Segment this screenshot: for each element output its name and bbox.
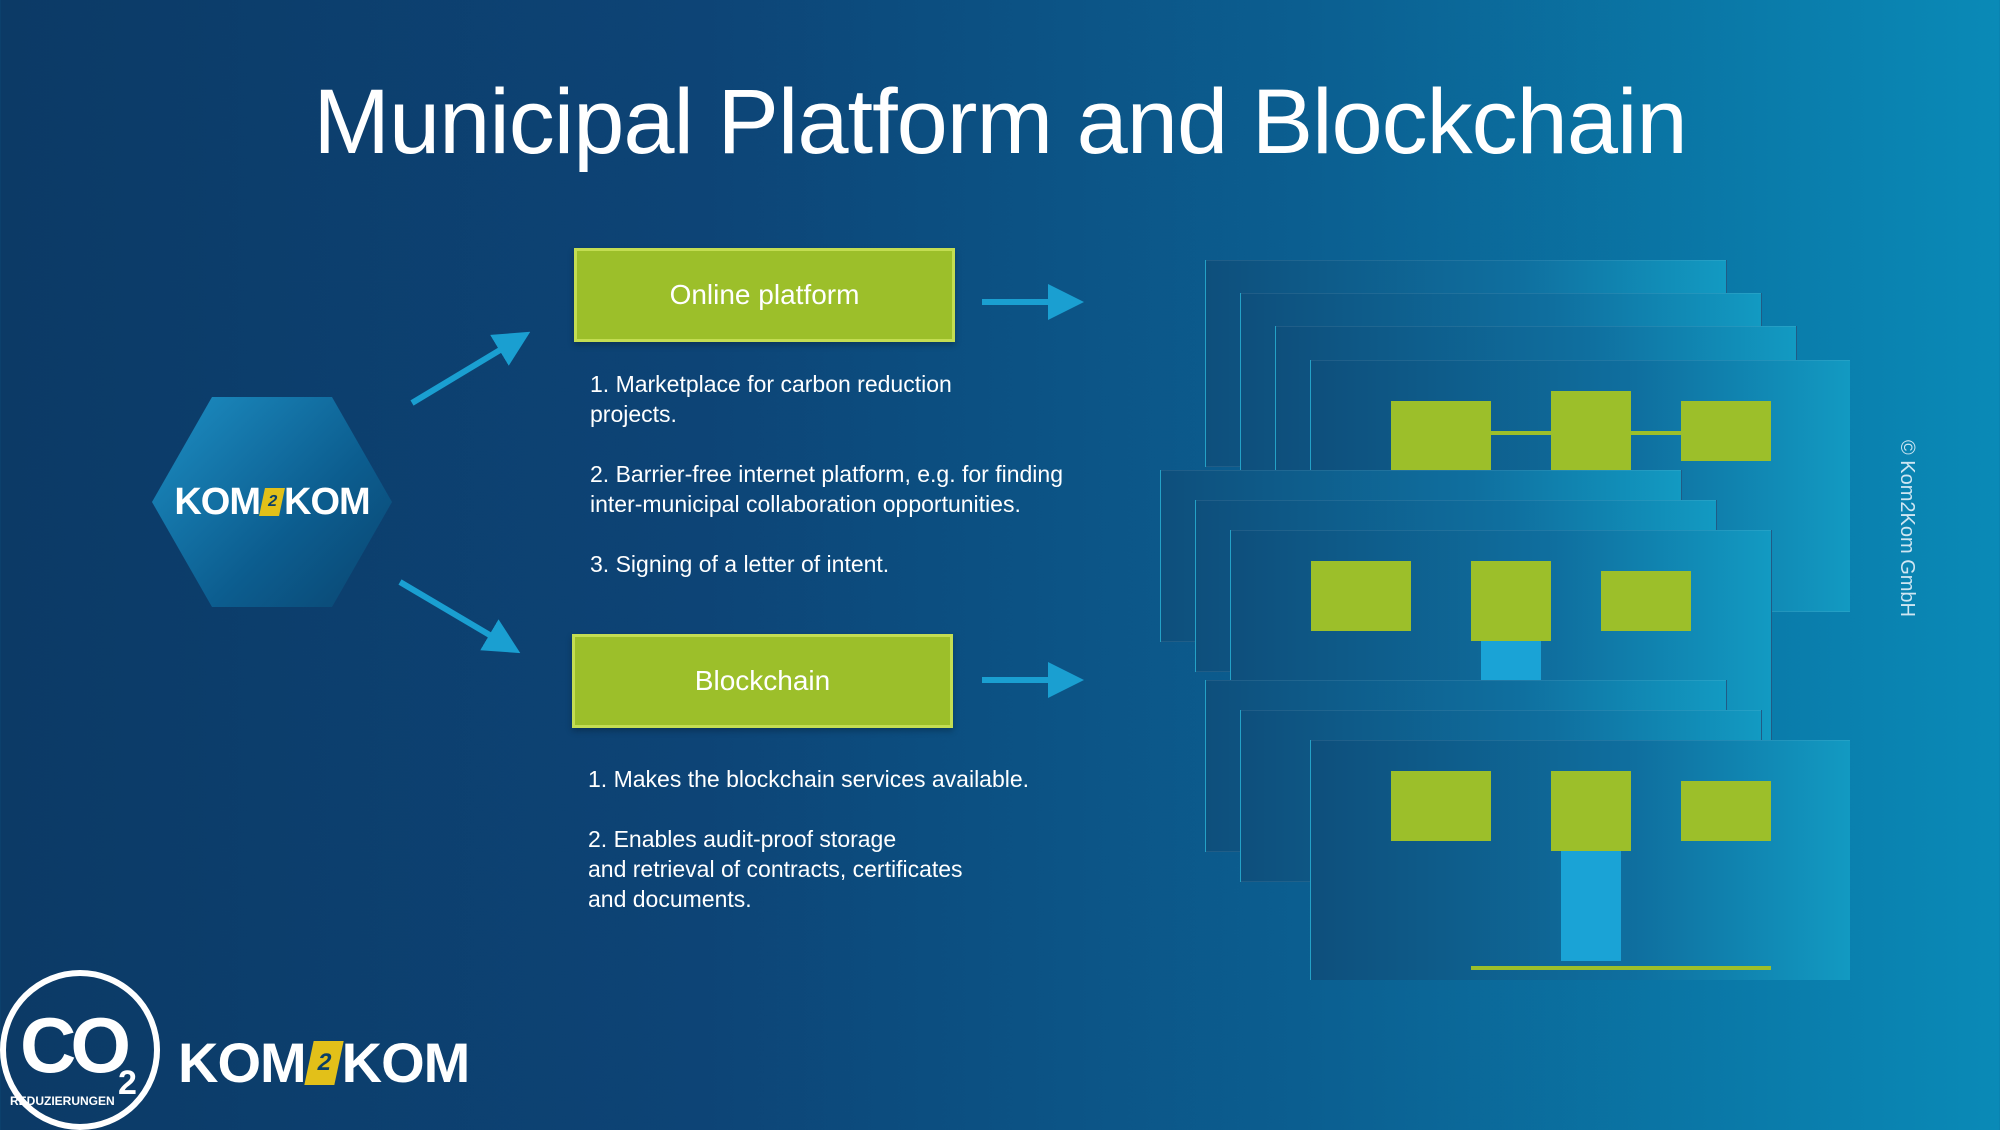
co2-logo-sub: 2 — [118, 1064, 137, 1102]
footer-logo-right: KOM — [341, 1031, 471, 1094]
blockchain-item-2: 2. Enables audit-proof storage and retri… — [588, 826, 963, 912]
logo-right: KOM — [284, 480, 371, 523]
kom2kom-hexagon: KOM 2 KOM — [152, 397, 392, 607]
footer-kom2kom-logo: KOM 2 KOM — [178, 1030, 471, 1095]
footer-logo-mid: 2 — [303, 1040, 344, 1085]
online-platform-box: Online platform — [574, 248, 955, 342]
co2-reduction-logo: CO 2 REDUZIERUNGEN — [0, 970, 160, 1130]
platform-item-3: 3. Signing of a letter of intent. — [590, 551, 890, 577]
co2-logo-caption: REDUZIERUNGEN — [10, 1094, 115, 1108]
platform-item-2: 2. Barrier-free internet platform, e.g. … — [590, 461, 1063, 517]
logo-mid: 2 — [259, 488, 285, 516]
logo-left: KOM — [174, 480, 261, 523]
platform-item-1: 1. Marketplace for carbon reduction proj… — [590, 371, 952, 427]
footer-logo-left: KOM — [178, 1031, 307, 1094]
copyright-notice: © Kom2Kom GmbH — [1896, 440, 1918, 618]
diagram-card-bottom — [1310, 740, 1850, 980]
page-title: Municipal Platform and Blockchain — [313, 71, 1687, 173]
kom2kom-logo: KOM 2 KOM — [174, 480, 371, 524]
co2-logo-main: CO — [20, 1001, 131, 1089]
arrow-to-platform — [410, 331, 531, 406]
online-platform-list: 1. Marketplace for carbon reduction proj… — [590, 369, 1070, 609]
blockchain-box: Blockchain — [572, 634, 953, 728]
arrow-to-blockchain — [398, 579, 521, 654]
blockchain-list: 1. Makes the blockchain services availab… — [588, 764, 1068, 944]
blockchain-item-1: 1. Makes the blockchain services availab… — [588, 766, 1030, 792]
stacked-flow-diagrams — [1160, 260, 1850, 980]
